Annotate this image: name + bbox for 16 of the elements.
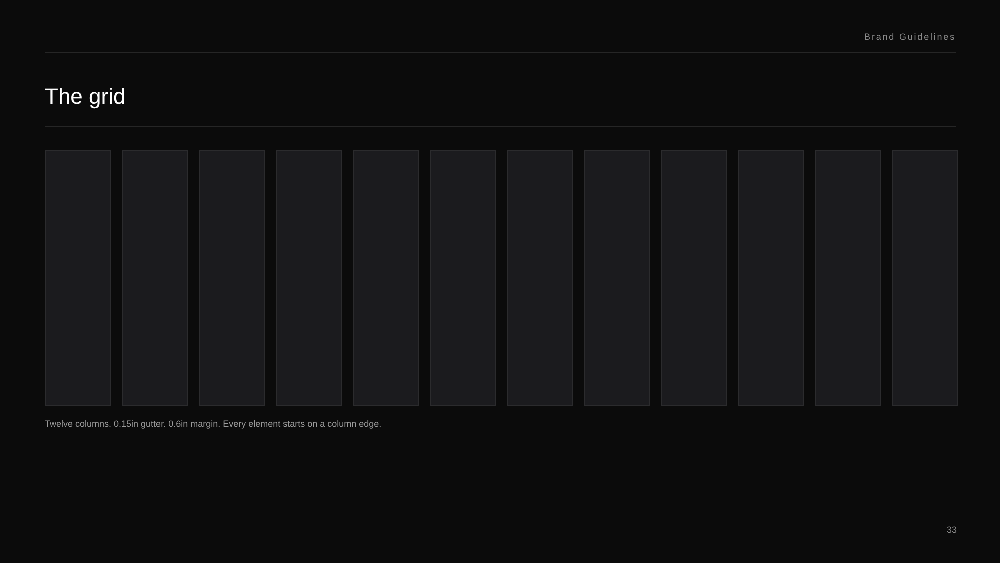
grid-column: [815, 150, 881, 406]
grid-column: [892, 150, 958, 406]
grid-column: [276, 150, 342, 406]
caption-text: Twelve columns. 0.15in gutter. 0.6in margin. Every element starts on a column edge.: [45, 418, 382, 430]
grid-column: [738, 150, 804, 406]
grid-column: [122, 150, 188, 406]
grid-column: [507, 150, 573, 406]
grid-column: [661, 150, 727, 406]
grid-column: [45, 150, 111, 406]
grid-column: [430, 150, 496, 406]
grid-column: [353, 150, 419, 406]
slide-title: The grid: [45, 84, 126, 110]
page-number: 33: [946, 524, 957, 536]
header-label: Brand Guidelines: [864, 31, 956, 43]
grid-column: [584, 150, 650, 406]
grid-column: [199, 150, 265, 406]
